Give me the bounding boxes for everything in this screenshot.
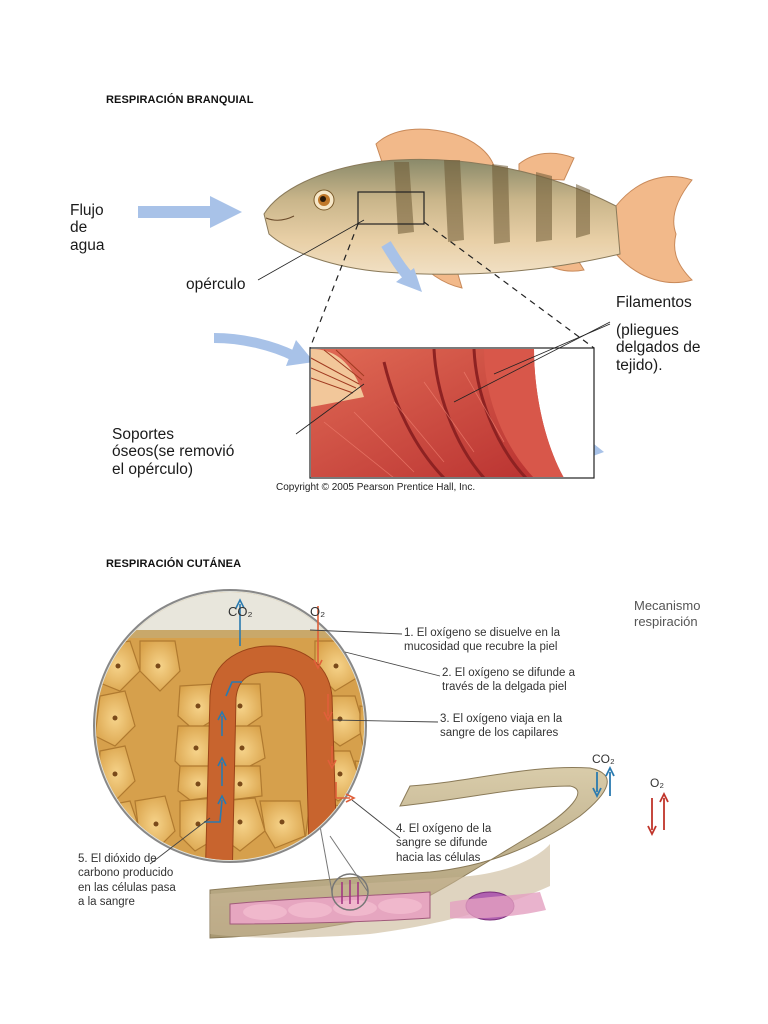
fish-gill-illustration [138, 128, 693, 479]
copyright-notice: Copyright © 2005 Pearson Prentice Hall, … [276, 482, 476, 493]
heading-respiracion-branquial: RESPIRACIÓN BRANQUIAL [106, 94, 254, 106]
magnified-skin-circle [93, 589, 367, 863]
label-o2-worm: O₂ [650, 776, 664, 790]
worm-o2-arrows [647, 791, 669, 837]
label-soportes-oseos: Soportes óseos(se removió el opérculo) [112, 426, 235, 478]
label-step-2: 2. El oxígeno se difunde a través de la … [442, 667, 575, 694]
heading-respiracion-cutanea: RESPIRACIÓN CUTÁNEA [106, 558, 242, 570]
tail-fin-icon [615, 176, 693, 283]
label-co2-circle: CO₂ [228, 604, 253, 619]
label-step-1: 1. El oxígeno se disuelve en la mucosida… [404, 627, 560, 654]
water-flow-arrow-in [138, 196, 242, 228]
dorsal-fin-icon [375, 128, 495, 167]
label-operculo: opérculo [186, 276, 246, 293]
worm-co2-arrows [592, 765, 615, 799]
gill-zoom-box [357, 191, 425, 225]
capillary-loop-icon [204, 645, 339, 860]
gill-filaments-closeup [309, 347, 595, 479]
label-mecanismo: Mecanismo respiración [634, 598, 701, 630]
label-co2-worm: CO₂ [592, 752, 615, 766]
skin-respiration-figure: CO₂ O₂ Mecanismo respiración 1. El oxíge… [70, 586, 706, 986]
label-o2-circle: O₂ [310, 604, 326, 619]
dorsal-fin-rear-icon [518, 152, 575, 181]
gill-respiration-figure: Flujo de agua opérculo Filamentos (plieg… [64, 122, 706, 500]
label-step-4: 4. El oxígeno de la sangre se difunde ha… [396, 823, 492, 864]
label-step-5: 5. El dióxido de carbono producido en la… [78, 853, 176, 909]
fish-body-icon [263, 158, 621, 275]
label-step-3: 3. El oxígeno viaja en la sangre de los … [440, 713, 563, 740]
label-pliegues: (pliegues delgados de tejido). [616, 322, 701, 374]
water-flow-arrow-gill-in [213, 333, 297, 361]
worm-skin-illustration [93, 589, 669, 939]
label-filamentos: Filamentos [616, 294, 692, 311]
label-flujo-de-agua: Flujo de agua [70, 202, 105, 254]
